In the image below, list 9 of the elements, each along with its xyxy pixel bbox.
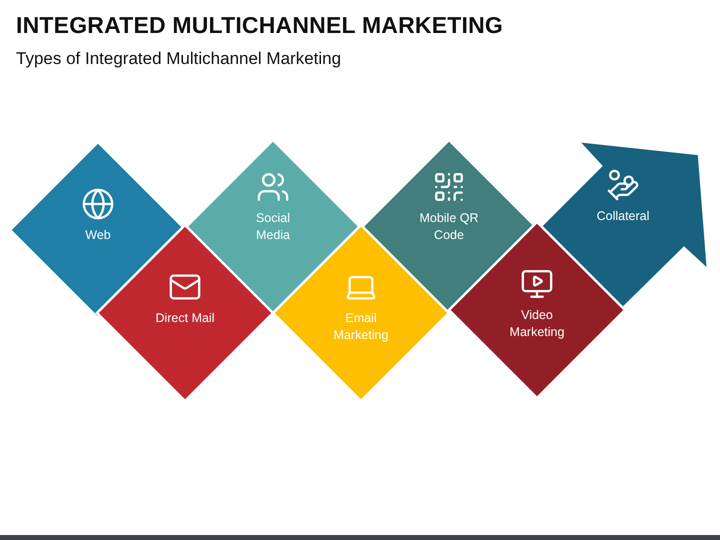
node-label: Direct Mail [154,310,216,327]
node-label: Video Marketing [508,307,566,341]
node-label: Email Marketing [332,310,390,344]
node-label: Social Media [254,210,292,244]
subtitle: Types of Integrated Multichannel Marketing [16,49,342,69]
node-label: Collateral [596,208,650,225]
node-label: Mobile QR Code [418,210,480,244]
node-label: Web [84,227,112,244]
title: INTEGRATED MULTICHANNEL MARKETING [16,12,504,39]
